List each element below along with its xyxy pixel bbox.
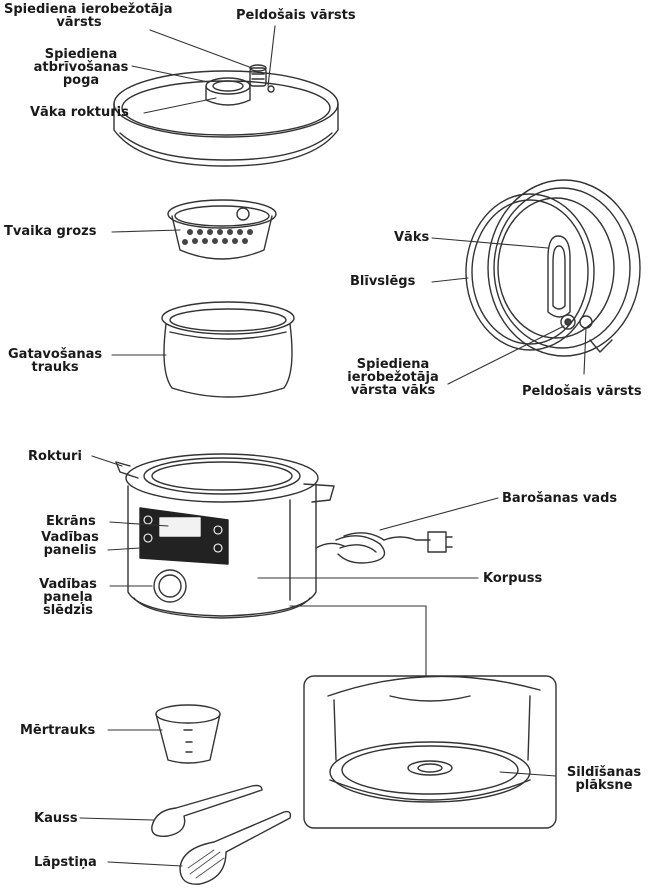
- label-line: Gatavošanas: [8, 347, 103, 362]
- label-line: Sildīšanas: [566, 765, 642, 780]
- label-pressure-release-button: Spiediena atbrīvošanas poga: [28, 48, 134, 87]
- label-lid-handle: Vāka rokturis: [30, 105, 129, 120]
- label-display: Ekrāns: [46, 514, 96, 529]
- lid-underside-drawing: [465, 179, 641, 357]
- label-housing: Korpuss: [483, 571, 543, 586]
- label-line: vārsta vāks: [350, 383, 436, 398]
- cooking-bowl-drawing: [161, 301, 295, 398]
- label-pressure-limiter-valve: Spiediena ierobežotāja vārsts: [4, 2, 173, 30]
- steam-basket-drawing: [167, 199, 277, 260]
- label-line: poga: [62, 73, 100, 88]
- label-line: vārsts: [56, 15, 102, 30]
- label-spatula: Lāpstiņa: [34, 855, 97, 870]
- label-line: plāksne: [575, 778, 633, 793]
- label-gasket: Blīvslēgs: [350, 274, 416, 289]
- label-float-valve-top: Peldošais vārsts: [236, 8, 356, 23]
- label-line: slēdzis: [42, 603, 94, 618]
- label-lid: Vāks: [394, 230, 430, 245]
- label-line: panelis: [43, 543, 97, 558]
- label-line: trauks: [31, 360, 79, 375]
- label-pressure-limiter-valve-cover: Spiediena ierobežotāja vārsta vāks: [340, 358, 446, 397]
- label-heating-plate: Sildīšanas plāksne: [558, 766, 650, 792]
- leader-lines: [79, 25, 587, 867]
- spatula-drawing: [179, 810, 292, 885]
- label-power-cord: Barošanas vads: [502, 491, 618, 506]
- label-handles: Rokturi: [28, 449, 82, 464]
- label-line: ierobežotāja: [347, 370, 439, 385]
- label-ladle: Kauss: [34, 811, 78, 826]
- label-line: paneļa: [43, 590, 93, 605]
- label-steam-basket: Tvaika grozs: [4, 224, 97, 239]
- label-control-knob: Vadības paneļa slēdzis: [28, 578, 108, 617]
- label-line: Spiediena ierobežotāja: [4, 2, 173, 17]
- label-float-valve-bottom: Peldošais vārsts: [522, 384, 642, 399]
- lid-drawing: [113, 64, 339, 167]
- label-line: atbrīvošanas: [33, 60, 129, 75]
- label-line: Vadības: [39, 577, 97, 592]
- cooker-body-drawing: [115, 453, 453, 619]
- label-measuring-cup: Mērtrauks: [20, 723, 96, 738]
- label-line: Vadības: [41, 530, 99, 545]
- label-line: Spiediena: [44, 47, 118, 62]
- heating-plate-inset: [303, 675, 557, 829]
- measuring-cup-drawing: [155, 704, 221, 764]
- label-control-panel: Vadības panelis: [30, 531, 110, 557]
- ladle-drawing: [151, 784, 263, 837]
- label-line: Spiediena: [356, 357, 430, 372]
- label-cooking-bowl: Gatavošanas trauks: [8, 348, 102, 374]
